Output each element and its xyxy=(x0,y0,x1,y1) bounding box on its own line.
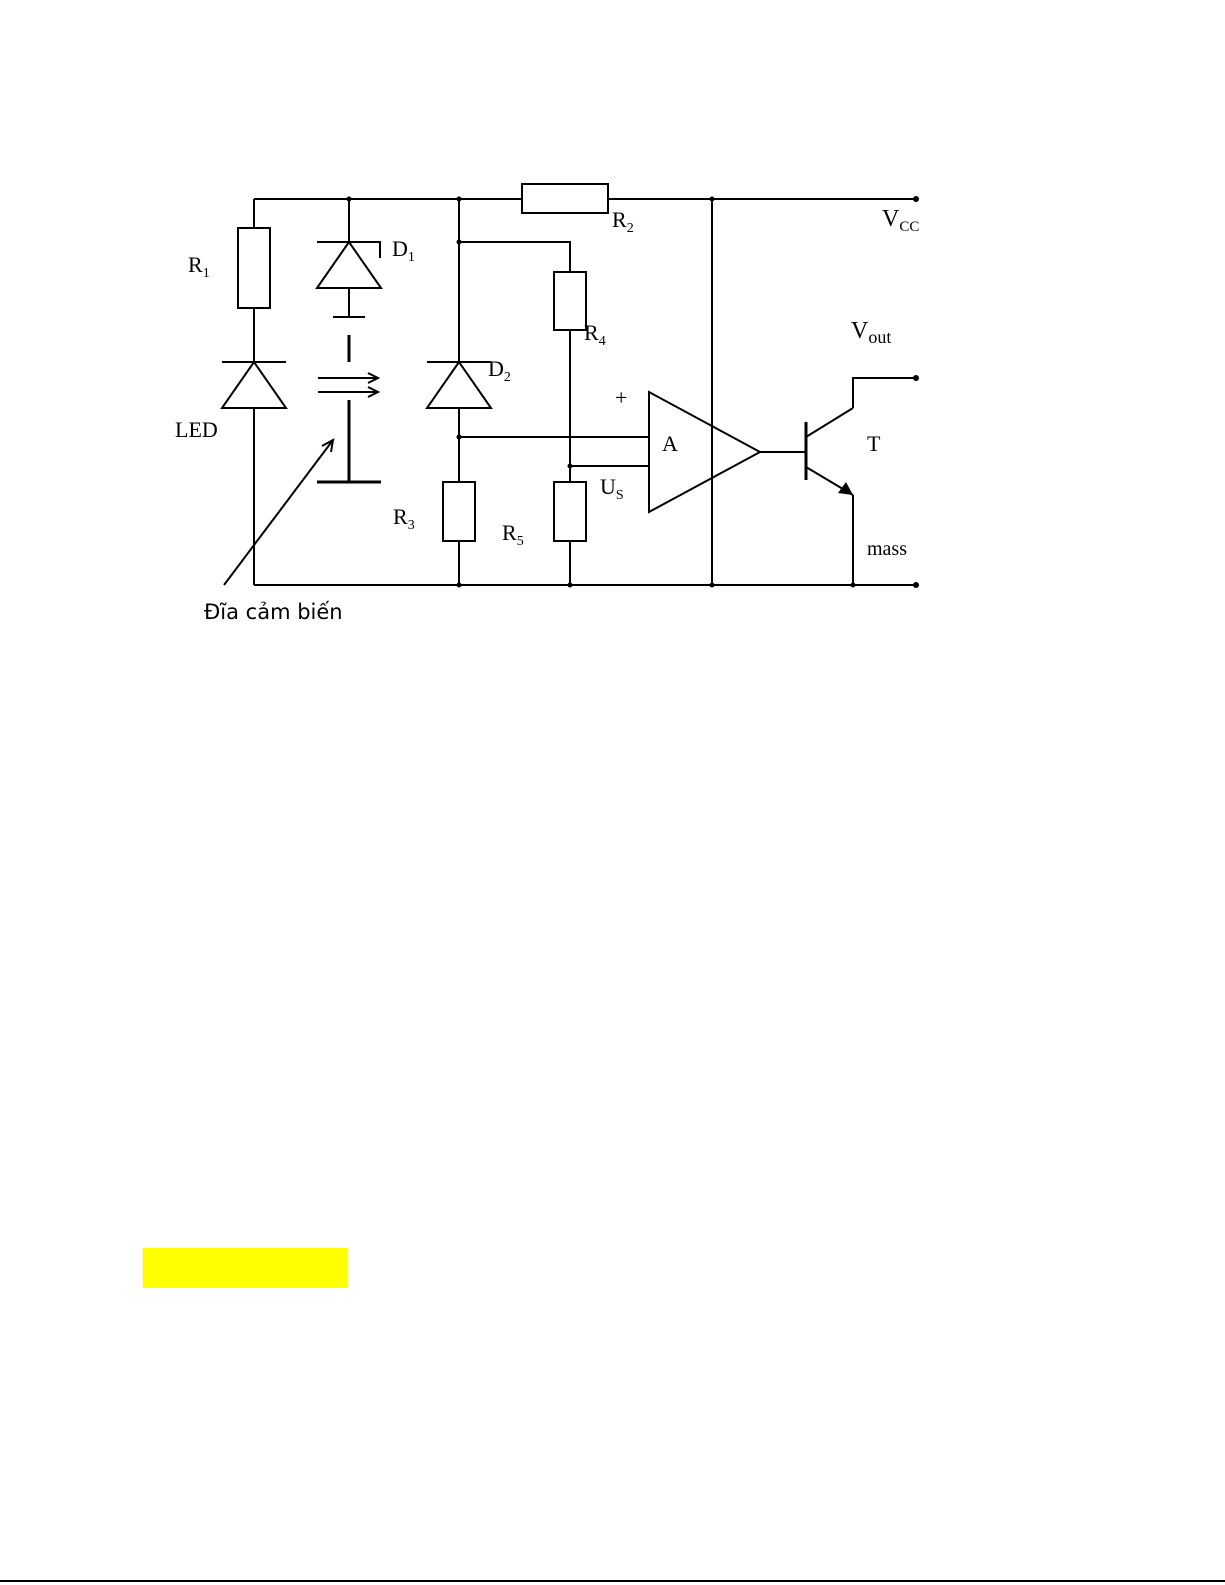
label-r3-main: R xyxy=(393,504,408,529)
label-led: LED xyxy=(175,417,218,442)
resistor-r5 xyxy=(554,482,586,541)
d2-diode-symbol xyxy=(427,362,491,408)
label-r1-main: R xyxy=(188,252,203,277)
label-r5-main: R xyxy=(502,520,517,545)
label-d1: D1 xyxy=(392,236,415,265)
page-bottom-rule xyxy=(0,1580,1225,1582)
ground-rail xyxy=(254,582,919,588)
label-transistor: T xyxy=(867,431,881,456)
label-r5: R5 xyxy=(502,520,524,549)
label-plus: + xyxy=(615,385,627,410)
d2-branch xyxy=(427,199,491,585)
label-r4-main: R xyxy=(584,320,599,345)
label-d1-sub: 1 xyxy=(408,250,415,265)
resistor-r3 xyxy=(443,482,475,541)
d1-branch xyxy=(317,199,381,317)
led-branch xyxy=(222,199,286,585)
label-r2: R2 xyxy=(612,207,634,236)
label-vout-main: V xyxy=(851,318,869,344)
label-r3: R3 xyxy=(393,504,415,533)
label-vcc-main: V xyxy=(882,206,900,232)
label-us-sub: S xyxy=(616,488,624,503)
label-vout: Vout xyxy=(851,318,891,347)
resistor-r1 xyxy=(238,228,270,308)
sensor-circuit-diagram: R1 R2 R3 R4 R5 D1 D2 LED VCC Vout US A +… xyxy=(0,0,1225,700)
label-us-main: U xyxy=(600,474,616,499)
resistor-r2 xyxy=(522,184,608,213)
label-r2-sub: 2 xyxy=(627,221,634,236)
label-d2: D2 xyxy=(488,356,511,385)
label-vcc-sub: CC xyxy=(899,219,919,235)
label-r1: R1 xyxy=(188,252,210,281)
label-us: US xyxy=(600,474,624,503)
label-d2-main: D xyxy=(488,356,504,381)
label-disk: Đĩa cảm biến xyxy=(204,600,343,624)
label-vcc: VCC xyxy=(882,206,919,235)
d1-diode-symbol xyxy=(317,242,381,288)
led-diode-symbol xyxy=(222,362,286,408)
label-vout-sub: out xyxy=(868,327,891,347)
label-r4-sub: 4 xyxy=(599,334,606,349)
label-r3-sub: 3 xyxy=(408,518,415,533)
disk-pointer-arrow xyxy=(224,440,333,585)
label-r4: R4 xyxy=(584,320,606,349)
label-r2-main: R xyxy=(612,207,627,232)
label-r1-sub: 1 xyxy=(203,266,210,281)
label-d1-main: D xyxy=(392,236,408,261)
vcc-rail xyxy=(254,196,919,202)
label-r5-sub: 5 xyxy=(517,534,524,549)
resistor-r4 xyxy=(554,272,586,330)
sensor-disk xyxy=(317,335,381,482)
label-opamp: A xyxy=(662,431,678,456)
highlight-block xyxy=(143,1248,348,1288)
light-arrows xyxy=(318,373,378,397)
label-d2-sub: 2 xyxy=(504,370,511,385)
label-mass: mass xyxy=(867,538,907,560)
